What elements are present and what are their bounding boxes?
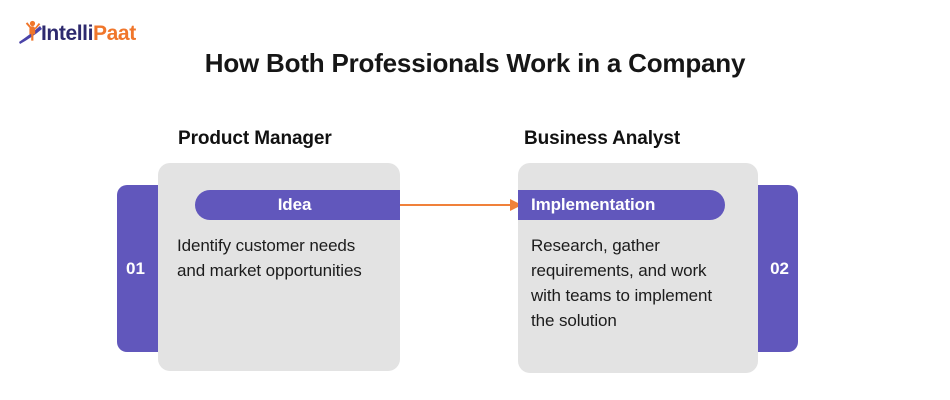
step-card-product-manager[interactable]: Idea Identify customer needs and market … <box>158 163 400 371</box>
person-raising-arms-icon <box>16 17 48 49</box>
step-number-label: 01 <box>126 258 145 278</box>
page-title: How Both Professionals Work in a Company <box>204 48 746 78</box>
step-number-badge-02: 02 <box>752 185 798 352</box>
step-number-badge-01: 01 <box>117 185 163 352</box>
brand-word-primary: Intelli <box>41 21 94 45</box>
column-heading-product-manager: Product Manager <box>178 128 332 149</box>
arrow-right-icon <box>398 190 522 220</box>
brand-word-secondary: Paat <box>93 21 136 45</box>
brand-wordmark: IntelliPaat <box>41 23 136 44</box>
step-card-business-analyst[interactable]: Implementation Research, gather requirem… <box>518 163 758 373</box>
step-number-label: 02 <box>770 258 789 278</box>
step-pill-implementation[interactable]: Implementation <box>518 190 725 220</box>
step-pill-idea[interactable]: Idea <box>195 190 400 220</box>
brand-logo[interactable]: IntelliPaat <box>16 16 136 50</box>
column-heading-business-analyst: Business Analyst <box>524 128 681 149</box>
step-pill-label: Implementation <box>531 195 656 214</box>
step-pill-label: Idea <box>277 195 312 214</box>
step-body-text: Research, gather requirements, and work … <box>531 236 712 330</box>
step-body-text: Identify customer needs and market oppor… <box>177 236 362 280</box>
